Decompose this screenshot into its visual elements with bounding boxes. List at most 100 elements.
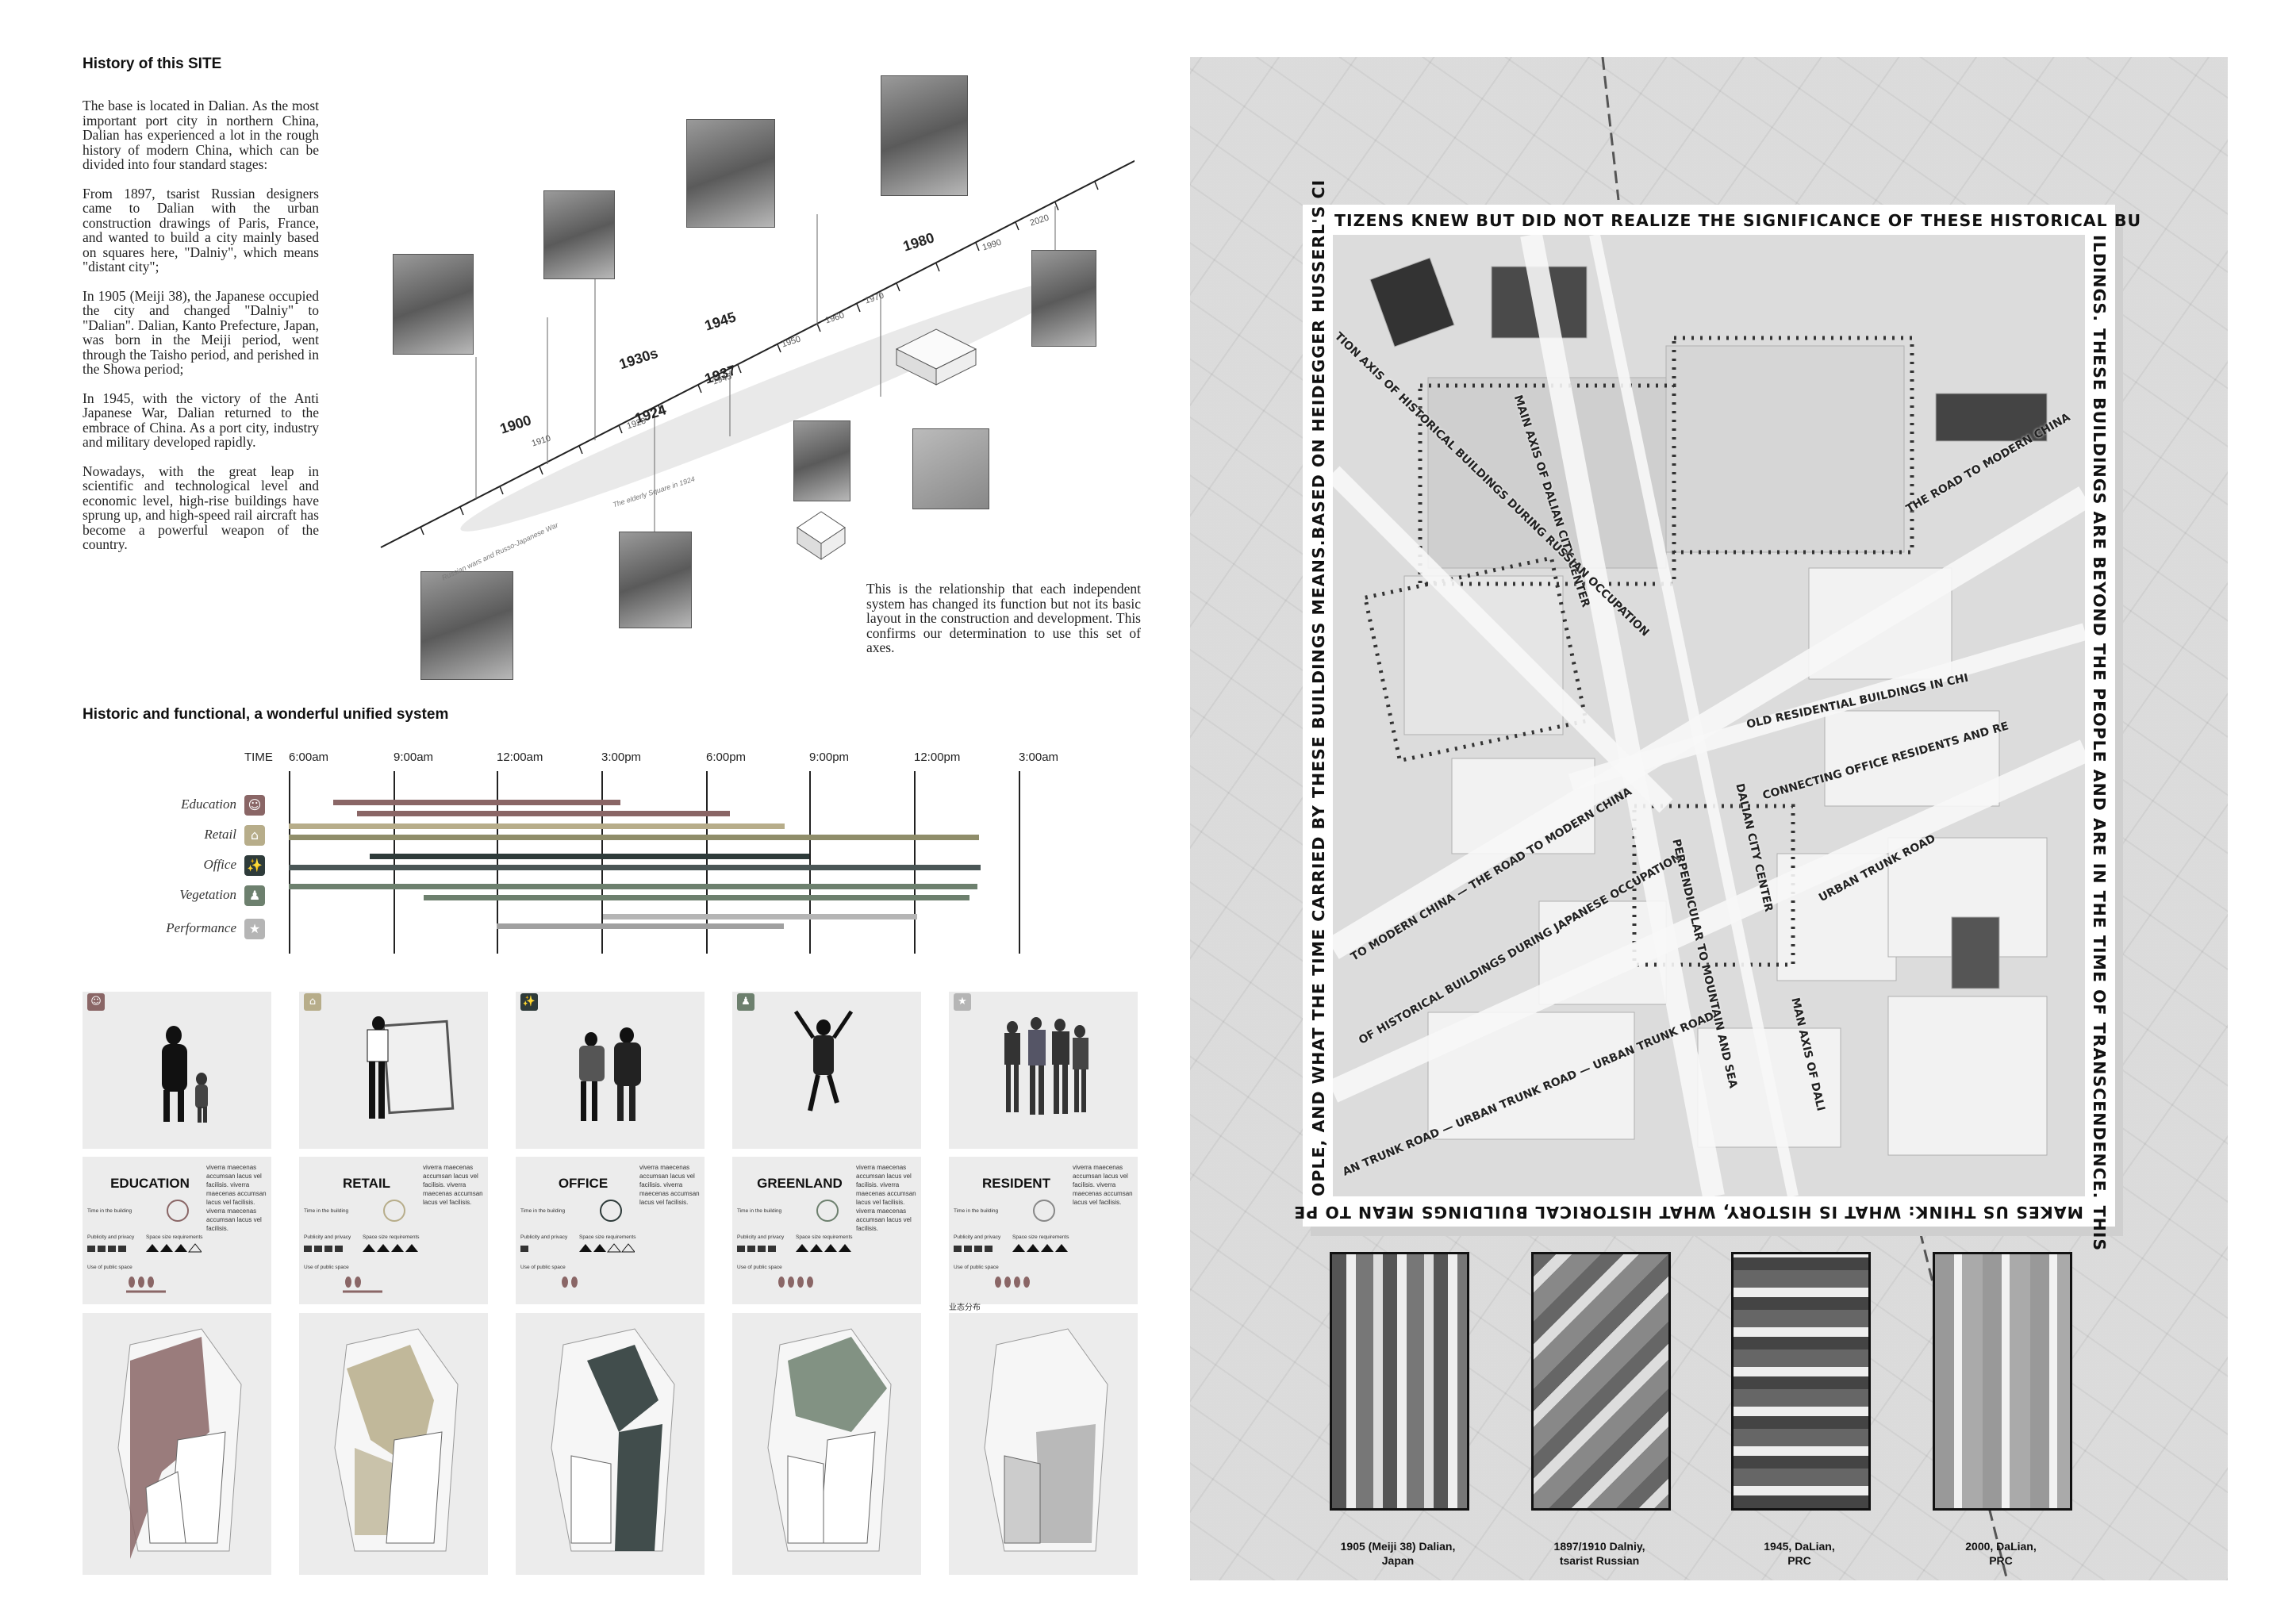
people-silhouette: [579, 1027, 641, 1121]
time-tick: 6:00pm: [706, 751, 747, 764]
card-publicity-label: Publicity and privacy: [87, 1234, 135, 1240]
floor-plan: [334, 1328, 459, 1552]
category-label: Vegetation: [179, 887, 236, 902]
caption-line: PRC: [1787, 1554, 1811, 1567]
card-photo: [299, 992, 488, 1149]
card-time-label: Time in the building: [520, 1208, 566, 1214]
card-photo: [516, 992, 705, 1149]
site-model-graphic: [1333, 235, 2085, 1196]
category-label: Education: [181, 797, 236, 812]
time-header: TIME: [244, 751, 273, 764]
historic-photo: [793, 420, 850, 501]
category-label: Office: [203, 857, 236, 872]
schedule-bar-office: [632, 865, 981, 870]
time-tick: 9:00pm: [809, 751, 850, 764]
historic-map-caption: 2000, DaLian,PRC: [1914, 1539, 2088, 1568]
card-time-label: Time in the building: [87, 1208, 132, 1214]
frame-text-bottom: MAKES US THINK: WHAT IS HISTORY, WHAT HI…: [1293, 1203, 2083, 1222]
people-silhouette: [367, 1016, 455, 1119]
card-plan: [732, 1313, 921, 1575]
people-silhouette: [162, 1026, 208, 1123]
card-title: RESIDENT: [982, 1176, 1050, 1191]
time-tick: 12:00pm: [914, 751, 961, 764]
time-tick: 9:00am: [394, 751, 434, 764]
dancer-icon: ★: [954, 993, 971, 1011]
time-tick: 3:00pm: [601, 751, 642, 764]
historic-map-caption: 1897/1910 Dalniy,tsarist Russian: [1512, 1539, 1687, 1568]
site-map-frame: MAIN AXIS OF DALIAN CITY CENTER TION AXI…: [1293, 179, 2141, 1251]
caption-line: 2000, DaLian,: [1965, 1540, 2037, 1553]
historic-photo: [543, 190, 615, 279]
card-use-label: Use of public space: [87, 1265, 132, 1270]
grid-line: [289, 771, 290, 954]
card-photo: [83, 992, 271, 1149]
historic-map-1945: [1731, 1252, 1871, 1511]
card-time-label: Time in the building: [304, 1208, 349, 1214]
history-paragraph: In 1905 (Meiji 38), the Japanese occupie…: [83, 287, 319, 377]
card-title: GREENLAND: [757, 1176, 843, 1191]
history-text: The base is located in Dalian. As the mo…: [83, 98, 319, 566]
grid-line: [706, 771, 708, 954]
people-icon: ♟: [737, 993, 754, 1011]
dancer-icon: ★: [244, 919, 265, 939]
card-metrics: [520, 1200, 635, 1288]
card-info: RETAIL viverra maecenas accumsan lacus v…: [299, 1157, 488, 1304]
grid-line: [601, 771, 603, 954]
floor-plan: [551, 1328, 675, 1552]
card-space-label: Space size requirements: [1012, 1234, 1069, 1240]
historic-photo: [912, 428, 989, 509]
history-paragraph: In 1945, with the victory of the Anti Ja…: [83, 390, 319, 450]
shop-icon: ⌂: [244, 825, 265, 846]
caption-line: 1897/1910 Dalniy,: [1553, 1540, 1645, 1553]
grid-line: [914, 771, 916, 954]
grid-line: [394, 771, 395, 954]
card-publicity-label: Publicity and privacy: [954, 1234, 1001, 1240]
card-space-label: Space size requirements: [363, 1234, 420, 1240]
relationship-text: This is the relationship that each indep…: [866, 581, 1141, 655]
historic-map-2000: [1933, 1252, 2072, 1511]
card-title: OFFICE: [558, 1176, 609, 1191]
historic-photo: [881, 75, 968, 196]
caption-line: PRC: [1989, 1554, 2013, 1567]
card-extra-label: 业态分布: [949, 1303, 981, 1312]
schedule-bar-performance: [603, 914, 917, 919]
card-time-label: Time in the building: [954, 1208, 999, 1214]
runner-icon: ✨: [244, 855, 265, 876]
reader-icon: ☺: [87, 993, 105, 1011]
grid-line: [809, 771, 811, 954]
card-plan: [83, 1313, 271, 1575]
card-title: RETAIL: [342, 1176, 391, 1191]
historic-map-1905: [1330, 1252, 1469, 1511]
historic-photo: [420, 571, 513, 680]
building-sketch: [797, 511, 846, 560]
historic-map-caption: 1905 (Meiji 38) Dalian,Japan: [1311, 1539, 1485, 1568]
time-tick: 12:00am: [497, 751, 543, 764]
people-icon: ♟: [244, 885, 265, 906]
card-use-label: Use of public space: [304, 1265, 349, 1270]
card-body: viverra maecenas accumsan lacus vel faci…: [1073, 1164, 1133, 1206]
schedule-bar-vegetation: [289, 884, 977, 889]
card-use-label: Use of public space: [954, 1265, 999, 1270]
history-title: History of this SITE: [83, 56, 222, 72]
card-body: viverra maecenas accumsan lacus vel faci…: [639, 1164, 700, 1206]
frame-text-left: OPLE, AND WHAT THE TIME CARRIED BY THESE…: [1309, 179, 1328, 1196]
time-tick: 6:00am: [289, 751, 329, 764]
card-info: EDUCATION viverra maecenas accumsan lacu…: [83, 1157, 271, 1304]
historic-photo: [1031, 250, 1096, 347]
schedule-bar-vegetation: [424, 895, 969, 900]
card-body: viverra maecenas accumsan lacus vel faci…: [206, 1164, 267, 1232]
card-plan: [516, 1313, 705, 1575]
card-metrics: [87, 1200, 202, 1293]
caption-line: Japan: [1381, 1554, 1415, 1567]
category-label: Performance: [166, 920, 236, 935]
historic-map-1897: [1531, 1252, 1671, 1511]
card-metrics: [304, 1200, 418, 1293]
floor-plan: [767, 1328, 892, 1552]
schedule-bar-education: [333, 800, 620, 805]
floor-plan: [117, 1328, 242, 1559]
card-publicity-label: Publicity and privacy: [737, 1234, 785, 1240]
card-plan: [299, 1313, 488, 1575]
historic-map-caption: 1945, DaLian,PRC: [1712, 1539, 1887, 1568]
card-space-label: Space size requirements: [579, 1234, 636, 1240]
card-time-label: Time in the building: [737, 1208, 782, 1214]
